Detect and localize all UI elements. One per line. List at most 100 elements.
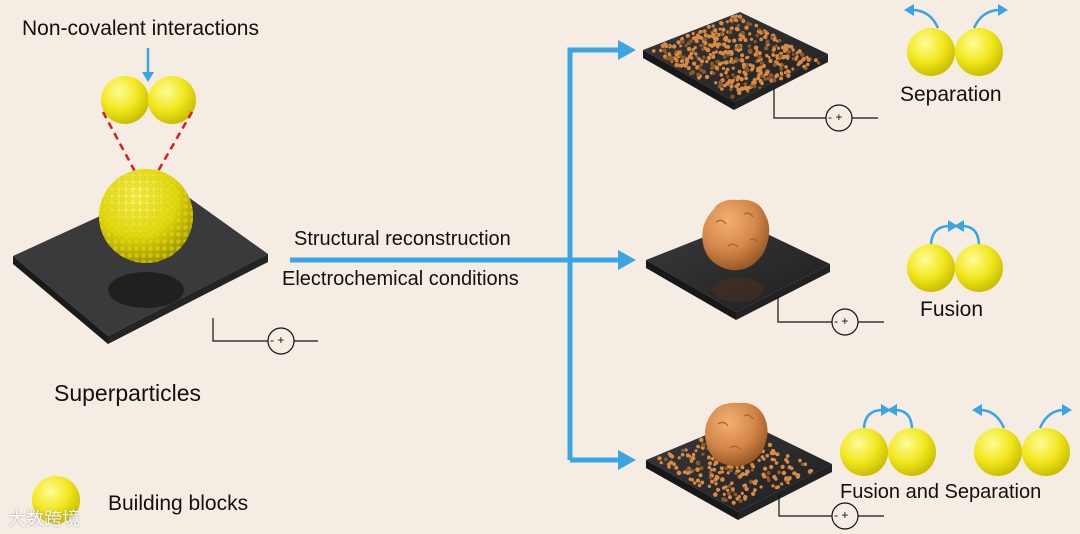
nanoparticle-dot bbox=[663, 457, 668, 462]
fused-cluster-bottom bbox=[705, 402, 768, 467]
nanoparticle-dot bbox=[750, 468, 754, 472]
nanoparticle-dot bbox=[684, 448, 688, 452]
nanoparticle-dot bbox=[778, 53, 783, 58]
nanoparticle-dot bbox=[691, 48, 695, 51]
nanoparticle-dot bbox=[738, 33, 743, 38]
nanoparticle-dot bbox=[759, 61, 764, 66]
nanoparticle-dot bbox=[744, 76, 748, 81]
nanoparticle-dot bbox=[765, 53, 769, 58]
nanoparticle-dot bbox=[780, 45, 786, 50]
nanoparticle-dot bbox=[706, 25, 711, 29]
nanoparticle-dot bbox=[708, 52, 713, 57]
nanoparticle-dot bbox=[769, 450, 775, 456]
nanoparticle-dot bbox=[766, 76, 771, 81]
nanoparticle-dot bbox=[690, 455, 696, 461]
superparticles-label: Superparticles bbox=[54, 380, 202, 406]
nanoparticle-dot bbox=[749, 37, 754, 41]
nanoparticle-dot bbox=[680, 39, 685, 44]
nanoparticle-dot bbox=[724, 49, 728, 54]
nanoparticle-dot bbox=[772, 62, 778, 67]
nanoparticle-dot bbox=[803, 462, 808, 467]
nanoparticle-dot bbox=[730, 481, 734, 486]
nanoparticle-dot bbox=[772, 78, 777, 83]
nanoparticle-dot bbox=[737, 14, 743, 19]
nanoparticle-dot bbox=[685, 62, 689, 66]
nanoparticle-dot bbox=[733, 18, 738, 22]
building-block-sphere bbox=[32, 476, 80, 524]
nanoparticle-dot bbox=[760, 73, 765, 78]
nanoparticle-dot bbox=[744, 486, 749, 492]
nanoparticle-dot bbox=[721, 486, 726, 490]
nanoparticle-dot bbox=[752, 77, 757, 83]
nanoparticle-dot bbox=[702, 55, 706, 60]
watermark-text: 大数跨境 bbox=[8, 509, 80, 529]
nanoparticle-dot bbox=[807, 469, 812, 474]
nanoparticle-dot bbox=[791, 57, 796, 61]
nanoparticle-dot bbox=[701, 69, 706, 75]
nanoparticle-dot bbox=[774, 461, 779, 465]
nanoparticle-dot bbox=[725, 75, 730, 79]
nanoparticle-dot bbox=[750, 84, 754, 88]
fusion-arrowheads-bottom bbox=[881, 404, 897, 416]
nanoparticle-dot bbox=[760, 81, 764, 86]
nanoparticle-dot bbox=[742, 70, 746, 75]
nanoparticle-dot bbox=[786, 57, 790, 60]
nanoparticle-dot bbox=[745, 68, 750, 73]
nanoparticle-dot bbox=[805, 62, 810, 67]
nanoparticle-dot bbox=[735, 14, 739, 18]
nanoparticle-dot bbox=[796, 63, 800, 67]
dispersed-nanoparticles-top bbox=[651, 14, 821, 99]
nanoparticle-dot bbox=[767, 478, 771, 483]
dispersed-nanoparticles-bottom bbox=[656, 437, 814, 505]
nanoparticle-dot bbox=[787, 465, 792, 470]
nanoparticle-dot bbox=[699, 437, 704, 443]
nanoparticle-dot bbox=[672, 44, 677, 49]
nanoparticle-dot bbox=[806, 57, 811, 62]
nanoparticle-dot bbox=[715, 33, 718, 37]
nanoparticle-dot bbox=[797, 49, 802, 54]
nanoparticle-dot bbox=[763, 466, 768, 471]
nanoparticle-dot bbox=[691, 36, 696, 40]
nanoparticle-dot bbox=[751, 66, 755, 70]
nanoparticle-dot bbox=[651, 49, 656, 53]
nanoparticle-dot bbox=[708, 470, 713, 474]
nanoparticle-dot bbox=[730, 26, 734, 30]
nanoparticle-dot bbox=[743, 38, 748, 43]
nanoparticle-dot bbox=[768, 58, 773, 64]
nanoparticle-dot bbox=[699, 466, 704, 471]
nanoparticle-dot bbox=[774, 44, 779, 48]
nanoparticle-dot bbox=[800, 462, 804, 466]
nanoparticle-dot bbox=[691, 31, 695, 36]
separation-arrows-bottom bbox=[979, 408, 1065, 429]
nanoparticle-dot bbox=[758, 28, 762, 32]
nanoparticle-dot bbox=[721, 497, 726, 502]
nanoparticle-dot bbox=[814, 58, 818, 63]
nanoparticle-dot bbox=[718, 470, 722, 475]
nanoparticle-dot bbox=[748, 48, 753, 53]
nanoparticle-dot bbox=[703, 33, 708, 38]
nanoparticle-dot bbox=[768, 73, 774, 78]
nanoparticle-dot bbox=[682, 63, 686, 67]
nanoparticle-dot bbox=[752, 84, 757, 89]
nanoparticle-dot bbox=[765, 40, 770, 45]
nanoparticle-dot bbox=[685, 57, 690, 62]
nanoparticle-dot bbox=[697, 483, 702, 488]
nanoparticle-dot bbox=[736, 44, 742, 49]
nanoparticle-dot bbox=[755, 33, 759, 38]
nanoparticle-dot bbox=[714, 482, 718, 486]
nanoparticle-dot bbox=[777, 46, 781, 50]
nanoparticle-dot bbox=[712, 467, 717, 472]
nanoparticle-dot bbox=[791, 48, 795, 52]
nanoparticle-dot bbox=[700, 480, 705, 485]
nanoparticle-dot bbox=[716, 59, 720, 63]
nanoparticle-dot bbox=[753, 40, 757, 44]
nanoparticle-dot bbox=[761, 30, 765, 34]
nanoparticle-dot bbox=[764, 71, 769, 77]
nanoparticle-dot bbox=[744, 25, 749, 30]
nanoparticle-dot bbox=[756, 67, 761, 71]
nanoparticle-dot bbox=[667, 452, 671, 456]
nanoparticle-dot bbox=[759, 37, 763, 41]
nanoparticle-dot bbox=[700, 59, 704, 64]
nanoparticle-dot bbox=[719, 82, 724, 87]
